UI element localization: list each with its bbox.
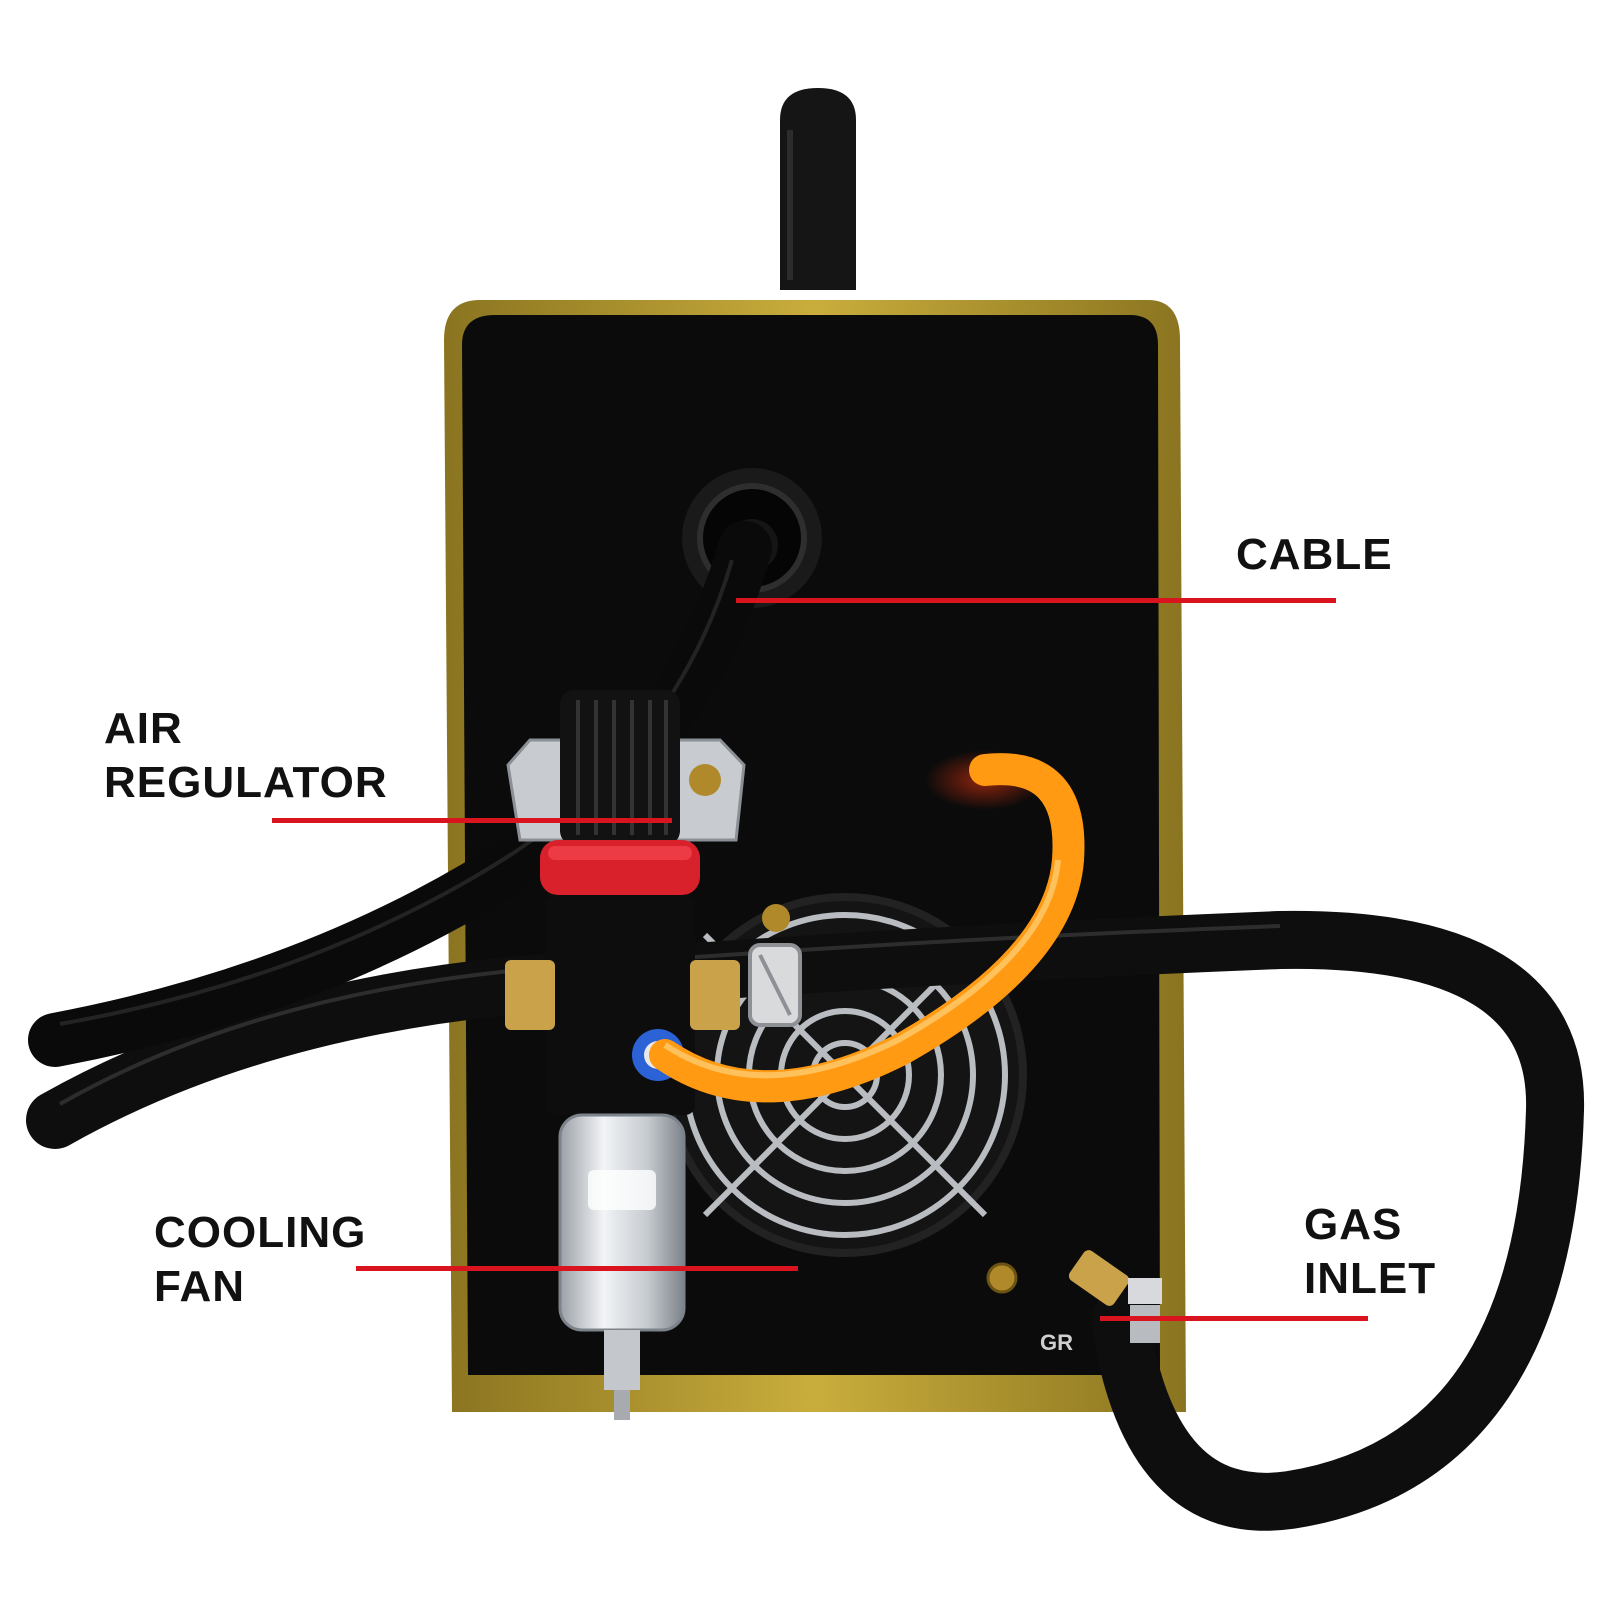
gas-inlet-fitting: GR bbox=[1040, 1250, 1162, 1355]
panel-marking: GR bbox=[1040, 1330, 1073, 1355]
gas-hose bbox=[26, 910, 1585, 1531]
callout-gas-inlet-line2: INLET bbox=[1304, 1254, 1437, 1303]
leader-line-cooling-fan bbox=[356, 1266, 798, 1271]
air-tube bbox=[649, 753, 1085, 1103]
callout-cooling-fan-line1: COOLING bbox=[154, 1208, 367, 1257]
callout-cable-line1: CABLE bbox=[1236, 530, 1393, 579]
callout-gas-inlet-line1: GAS bbox=[1304, 1200, 1403, 1249]
callout-air-regulator-line1: AIR bbox=[104, 704, 183, 753]
leader-line-cable bbox=[736, 598, 1336, 603]
power-cable bbox=[28, 521, 772, 1067]
callout-air-regulator: AIR REGULATOR bbox=[104, 702, 388, 810]
handle-icon bbox=[780, 88, 856, 290]
callout-gas-inlet: GAS INLET bbox=[1304, 1198, 1436, 1306]
leader-line-air-regulator bbox=[272, 818, 672, 823]
leader-line-gas-inlet bbox=[1100, 1316, 1368, 1321]
callout-cooling-fan-line2: FAN bbox=[154, 1262, 245, 1311]
hose-clamp-icon bbox=[748, 904, 802, 1027]
callout-cooling-fan: COOLING FAN bbox=[154, 1206, 366, 1314]
callout-cable: CABLE bbox=[1236, 528, 1393, 582]
callout-air-regulator-line2: REGULATOR bbox=[104, 758, 388, 807]
